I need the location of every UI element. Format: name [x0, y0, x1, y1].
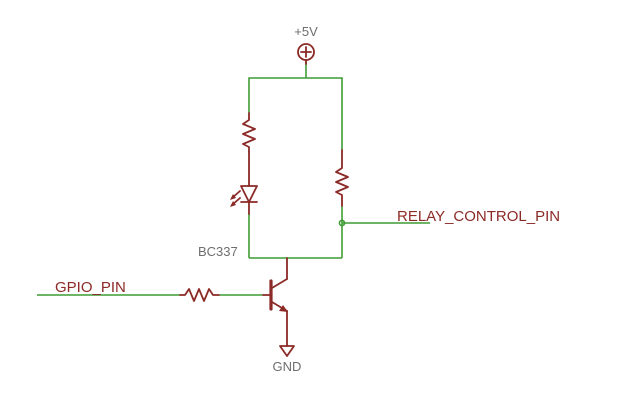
base-resistor	[179, 288, 220, 302]
emitter-arrow-icon	[279, 305, 288, 312]
led-diode	[230, 151, 258, 215]
ground-label: GND	[273, 359, 302, 374]
supply-label: +5V	[294, 24, 318, 39]
npn-transistor: BC337	[198, 244, 288, 347]
led-series-resistor	[242, 112, 256, 153]
transistor-part-label: BC337	[198, 244, 238, 259]
ground-symbol: GND	[273, 345, 302, 374]
wires	[37, 62, 430, 296]
net-label-gpio: GPIO_PIN	[55, 279, 126, 296]
supply-rail-wire	[248, 77, 343, 150]
led-triangle	[240, 185, 258, 203]
pullup-resistor	[335, 149, 349, 207]
net-label-relay-control: RELAY_CONTROL_PIN	[397, 208, 560, 225]
supply-symbol: +5V	[294, 24, 318, 65]
transistor-collector	[271, 278, 288, 289]
ground-triangle-icon	[279, 345, 295, 357]
light-emission-icon	[230, 190, 241, 207]
junction-dot	[338, 219, 346, 227]
